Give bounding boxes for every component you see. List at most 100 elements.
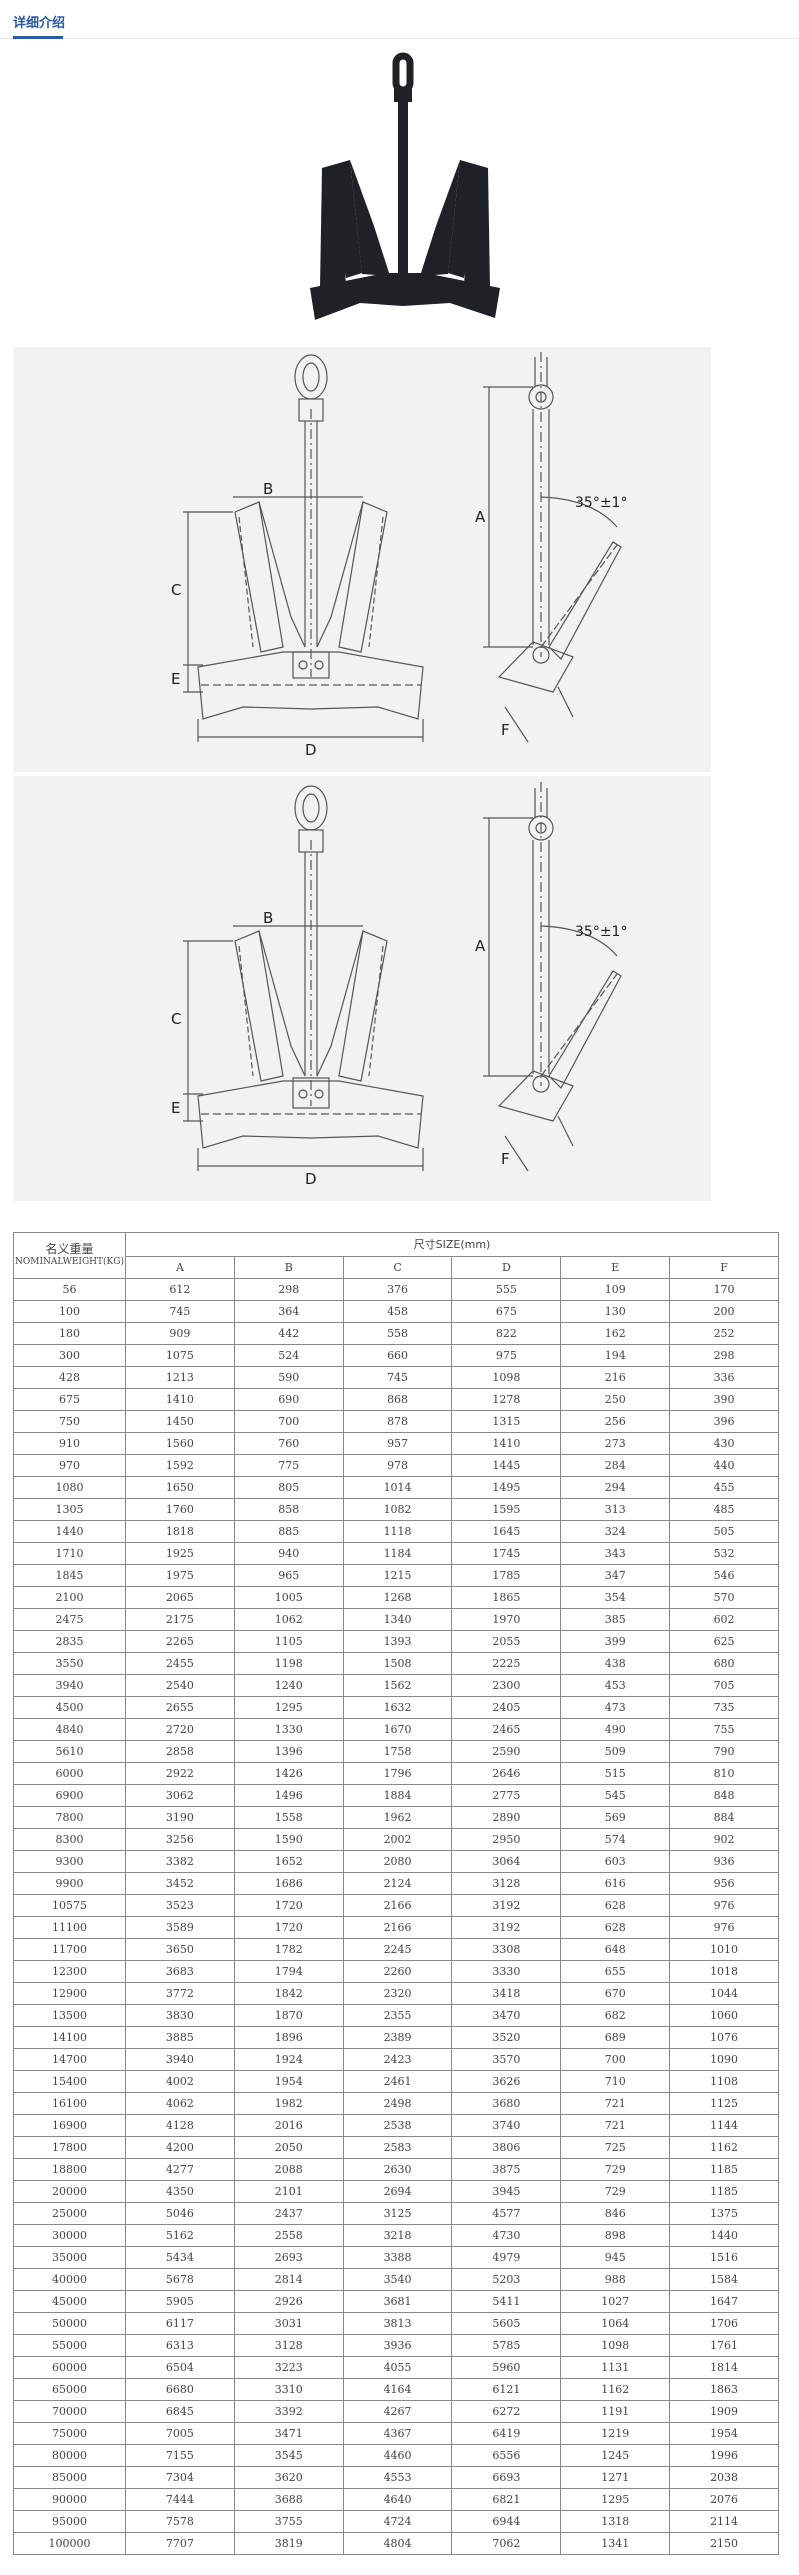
cell-a: 3650: [125, 1938, 235, 1961]
cell-d: 4577: [451, 2202, 562, 2225]
cell-weight: 1710: [13, 1542, 126, 1565]
cell-c: 376: [342, 1278, 453, 1301]
cell-f: 1761: [669, 2334, 779, 2357]
cell-weight: 11700: [13, 1938, 126, 1961]
cell-weight: 85000: [13, 2466, 126, 2489]
cell-weight: 18800: [13, 2158, 126, 2181]
cell-d: 6556: [451, 2444, 562, 2467]
column-header-b: B: [233, 1256, 344, 1279]
cell-d: 6821: [451, 2488, 562, 2511]
cell-a: 2175: [125, 1608, 235, 1631]
cell-weight: 50000: [13, 2312, 126, 2335]
cell-weight: 8300: [13, 1828, 126, 1851]
cell-c: 1962: [342, 1806, 453, 1829]
dim-label-f: F: [501, 721, 510, 739]
cell-b: 590: [233, 1366, 344, 1389]
cell-c: 3540: [342, 2268, 453, 2291]
cell-e: 1341: [560, 2532, 671, 2555]
cell-d: 3308: [451, 1938, 562, 1961]
dim-label-b: B: [263, 909, 273, 927]
cell-c: 2583: [342, 2136, 453, 2159]
cell-weight: 1080: [13, 1476, 126, 1499]
cell-a: 4002: [125, 2070, 235, 2093]
cell-f: 390: [669, 1388, 779, 1411]
cell-d: 1495: [451, 1476, 562, 1499]
cell-a: 3256: [125, 1828, 235, 1851]
cell-f: 1144: [669, 2114, 779, 2137]
cell-c: 2389: [342, 2026, 453, 2049]
cell-a: 3885: [125, 2026, 235, 2049]
dim-label-d: D: [305, 741, 317, 759]
cell-d: 2465: [451, 1718, 562, 1741]
cell-weight: 16100: [13, 2092, 126, 2115]
cell-f: 1125: [669, 2092, 779, 2115]
cell-b: 1686: [233, 1872, 344, 1895]
cell-e: 515: [560, 1762, 671, 1785]
column-header-d: D: [451, 1256, 562, 1279]
cell-f: 1018: [669, 1960, 779, 1983]
cell-c: 4460: [342, 2444, 453, 2467]
cell-weight: 80000: [13, 2444, 126, 2467]
cell-c: 2320: [342, 1982, 453, 2005]
cell-d: 6272: [451, 2400, 562, 2423]
cell-weight: 100000: [13, 2532, 126, 2555]
cell-d: 3806: [451, 2136, 562, 2159]
cell-weight: 100: [13, 1300, 126, 1323]
cell-d: 3945: [451, 2180, 562, 2203]
cell-b: 1782: [233, 1938, 344, 1961]
cell-f: 956: [669, 1872, 779, 1895]
cell-weight: 14700: [13, 2048, 126, 2071]
cell-weight: 1440: [13, 1520, 126, 1543]
cell-b: 1794: [233, 1960, 344, 1983]
cell-e: 385: [560, 1608, 671, 1631]
cell-e: 725: [560, 2136, 671, 2159]
cell-c: 3813: [342, 2312, 453, 2335]
cell-d: 3128: [451, 1872, 562, 1895]
cell-f: 1076: [669, 2026, 779, 2049]
cell-d: 6419: [451, 2422, 562, 2445]
cell-weight: 2100: [13, 1586, 126, 1609]
weight-header-cn: 名义重量: [45, 1241, 94, 1256]
angle-label: 35°±1°: [575, 924, 627, 940]
cell-e: 130: [560, 1300, 671, 1323]
cell-b: 760: [233, 1432, 344, 1455]
cell-e: 721: [560, 2092, 671, 2115]
technical-drawing-1: B C E D A F 35°±1°: [13, 347, 711, 772]
cell-b: 1330: [233, 1718, 344, 1741]
cell-b: 1720: [233, 1916, 344, 1939]
cell-weight: 30000: [13, 2224, 126, 2247]
cell-c: 1796: [342, 1762, 453, 1785]
cell-a: 2455: [125, 1652, 235, 1675]
cell-c: 1758: [342, 1740, 453, 1763]
cell-d: 3680: [451, 2092, 562, 2115]
cell-d: 2646: [451, 1762, 562, 1785]
cell-c: 868: [342, 1388, 453, 1411]
cell-e: 700: [560, 2048, 671, 2071]
cell-f: 1060: [669, 2004, 779, 2027]
cell-b: 1954: [233, 2070, 344, 2093]
weight-header: 名义重量 NOMINALWEIGHT(KG): [13, 1232, 126, 1279]
cell-d: 3470: [451, 2004, 562, 2027]
cell-e: 473: [560, 1696, 671, 1719]
cell-d: 5411: [451, 2290, 562, 2313]
cell-b: 775: [233, 1454, 344, 1477]
cell-b: 1720: [233, 1894, 344, 1917]
cell-f: 884: [669, 1806, 779, 1829]
dim-label-a: A: [475, 937, 486, 955]
cell-e: 453: [560, 1674, 671, 1697]
cell-b: 1842: [233, 1982, 344, 2005]
cell-b: 2050: [233, 2136, 344, 2159]
cell-a: 1592: [125, 1454, 235, 1477]
cell-e: 603: [560, 1850, 671, 1873]
cell-a: 2720: [125, 1718, 235, 1741]
cell-d: 1098: [451, 1366, 562, 1389]
cell-f: 1516: [669, 2246, 779, 2269]
cell-b: 298: [233, 1278, 344, 1301]
